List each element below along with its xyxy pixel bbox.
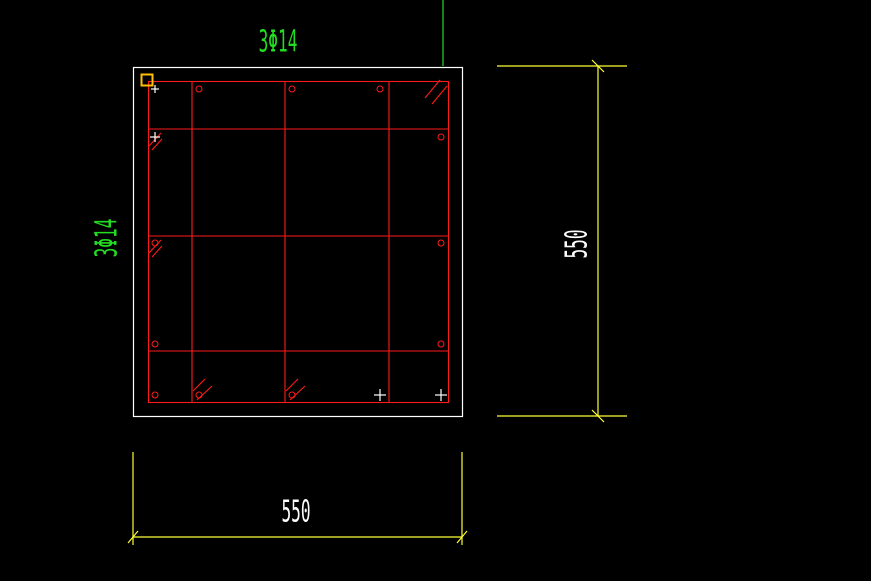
hook-mark-top-right [424,79,448,105]
cross-icon[interactable] [150,132,160,142]
hook-mark-bottom-1 [192,378,213,401]
column-outline[interactable] [132,66,464,418]
rebar-bar[interactable] [195,85,203,93]
stirrup-grid [147,80,450,404]
outer-stirrup [147,80,450,404]
rebar-bar[interactable] [437,340,445,348]
dim-tick-right [456,530,468,544]
height-dimension-text: 550 [559,229,594,258]
insertion-points [150,85,447,401]
hook-mark-bottom-2 [285,378,306,401]
cross-icon[interactable] [374,389,386,401]
height-dimension [497,59,627,423]
rebar-bar[interactable] [437,239,445,247]
dim-tick-left [127,530,139,544]
cross-icon[interactable] [151,85,159,93]
selection-square-icon[interactable] [140,73,154,87]
hook-mark-left-2 [148,239,163,258]
rebar-bar[interactable] [376,85,384,93]
cross-icon[interactable] [435,389,447,401]
rebar-bar[interactable] [151,340,159,348]
left-rebar-label: 3Φ14 [89,219,124,258]
width-dimension [127,452,468,545]
dim-tick-bottom [591,409,605,423]
width-dimension-text: 550 [281,494,310,529]
top-rebar-label: 3Φ14 [259,24,298,59]
rebar-bar[interactable] [288,85,296,93]
rebar-bar[interactable] [151,391,159,399]
rebar-bar[interactable] [437,133,445,141]
dim-tick-top [591,59,605,73]
hook-marks [148,79,448,401]
